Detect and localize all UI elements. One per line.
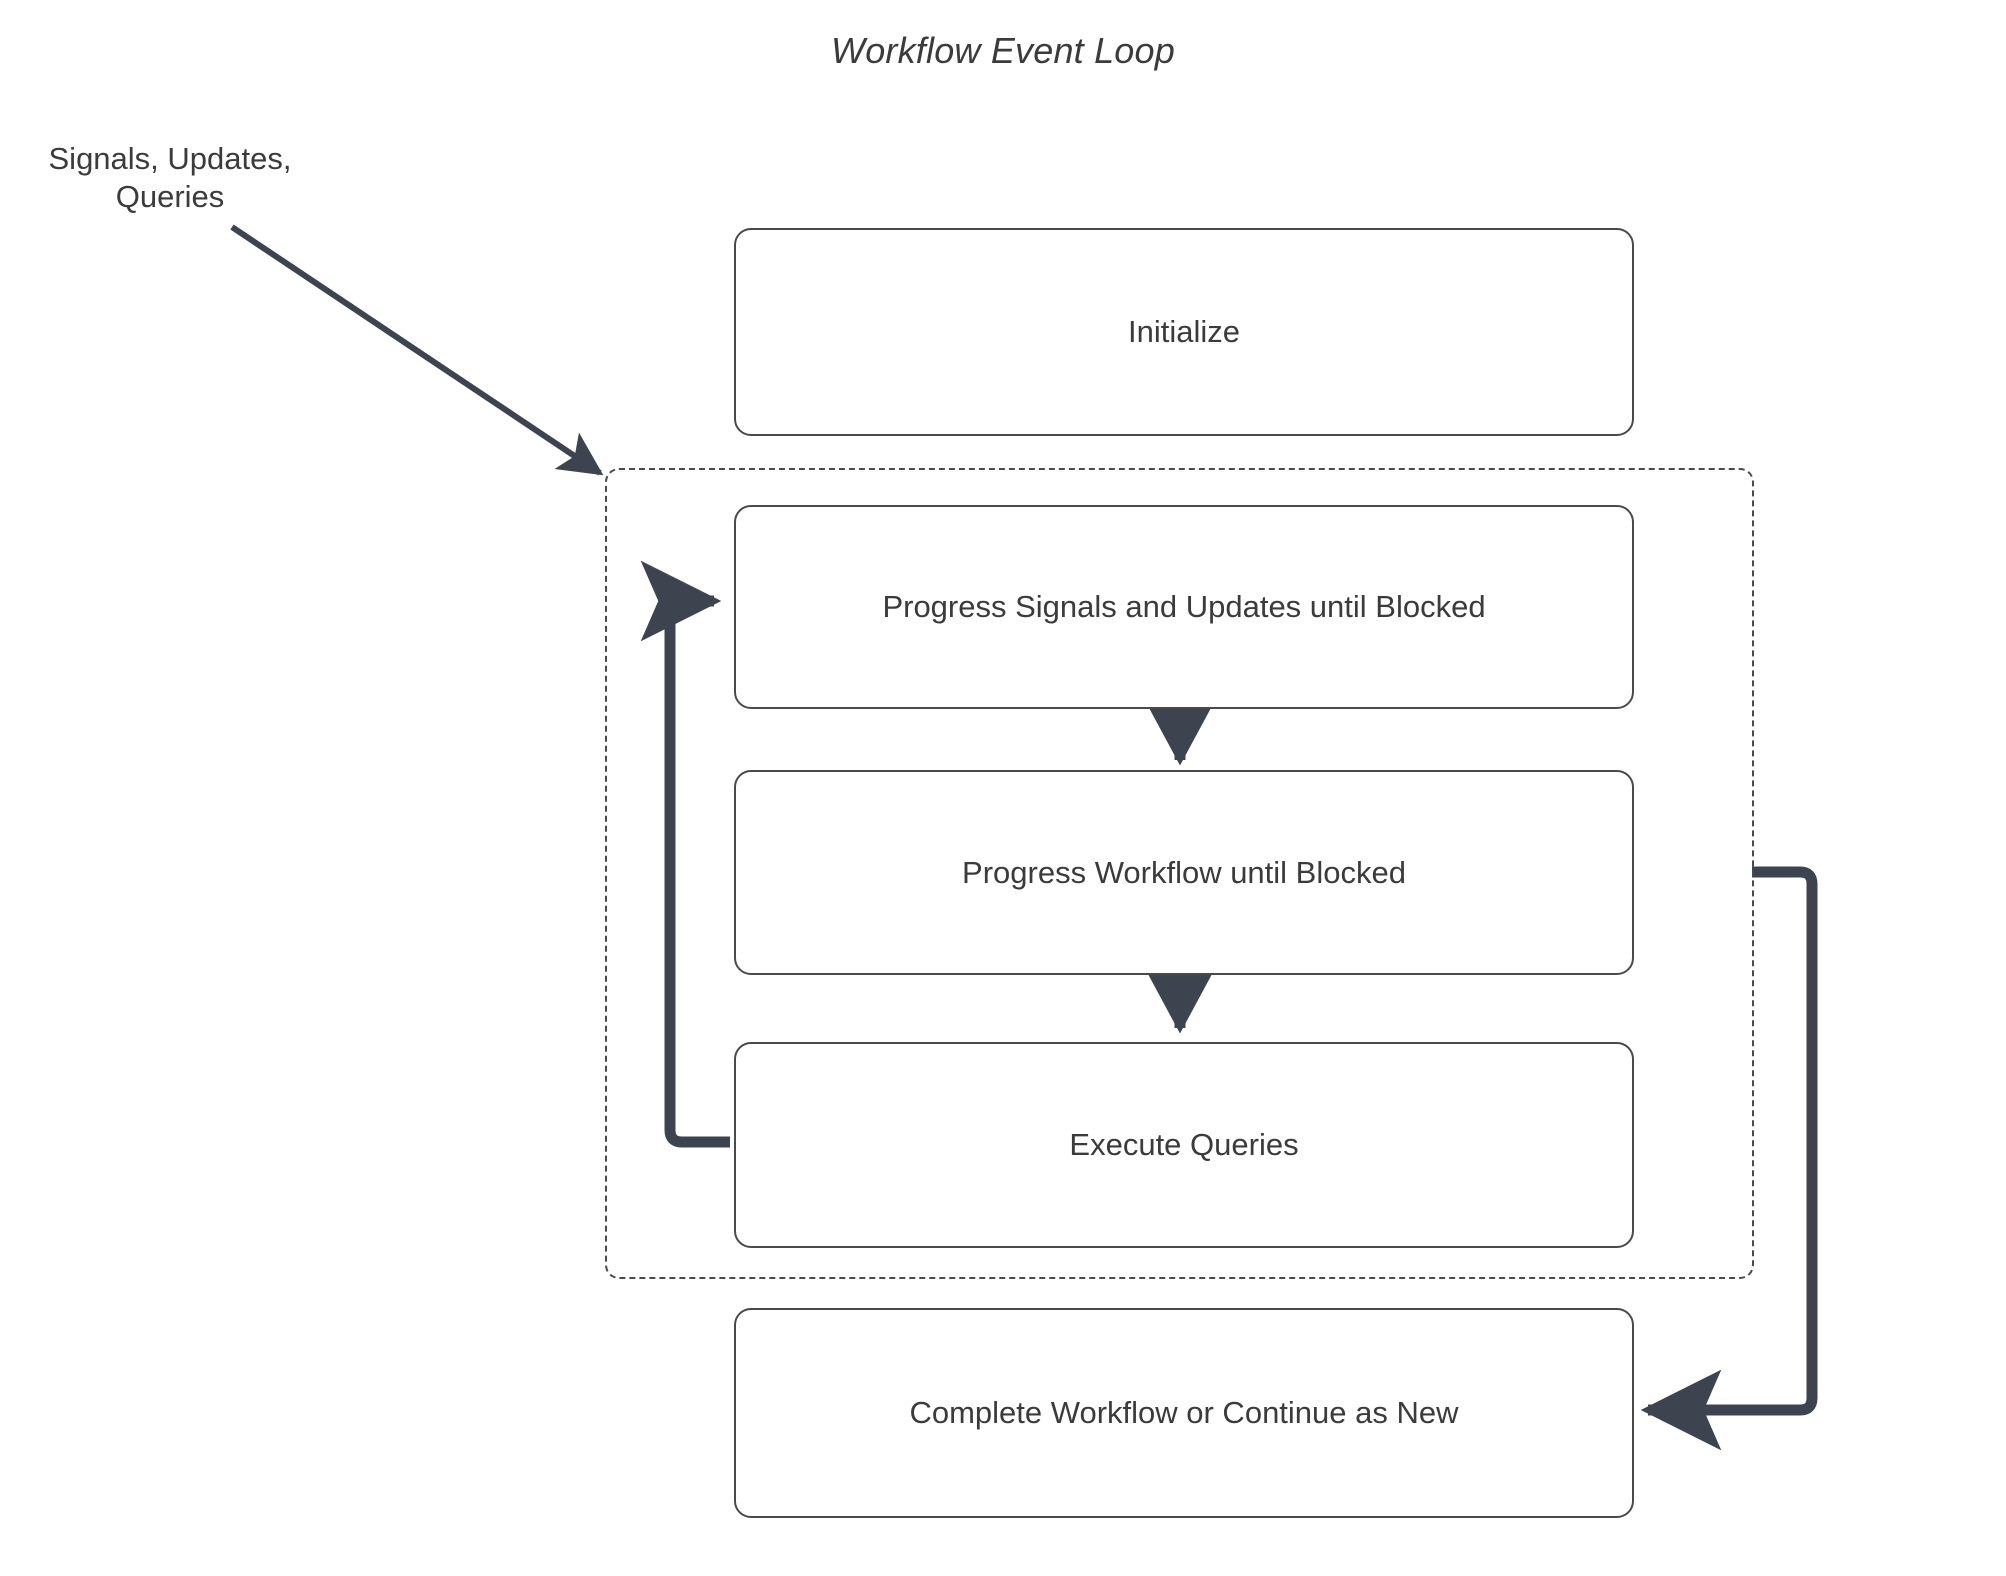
input-signals-label: Signals, Updates, Queries xyxy=(48,141,292,214)
node-progress-workflow[interactable]: Progress Workflow until Blocked xyxy=(734,770,1634,975)
node-complete-workflow-label: Complete Workflow or Continue as New xyxy=(909,1395,1459,1430)
node-initialize[interactable]: Initialize xyxy=(734,228,1634,436)
event-loop-container xyxy=(605,468,1754,1279)
page-title: Workflow Event Loop xyxy=(831,30,1175,71)
node-complete-workflow[interactable]: Complete Workflow or Continue as New xyxy=(734,1308,1634,1518)
edge-input-to-loop xyxy=(230,224,604,476)
node-initialize-label: Initialize xyxy=(1128,314,1240,349)
node-execute-queries-label: Execute Queries xyxy=(1069,1127,1299,1162)
node-progress-signals-updates[interactable]: Progress Signals and Updates until Block… xyxy=(734,505,1634,709)
node-progress-signals-updates-label: Progress Signals and Updates until Block… xyxy=(882,589,1486,624)
node-progress-workflow-label: Progress Workflow until Blocked xyxy=(962,854,1406,890)
node-execute-queries[interactable]: Execute Queries xyxy=(734,1042,1634,1248)
